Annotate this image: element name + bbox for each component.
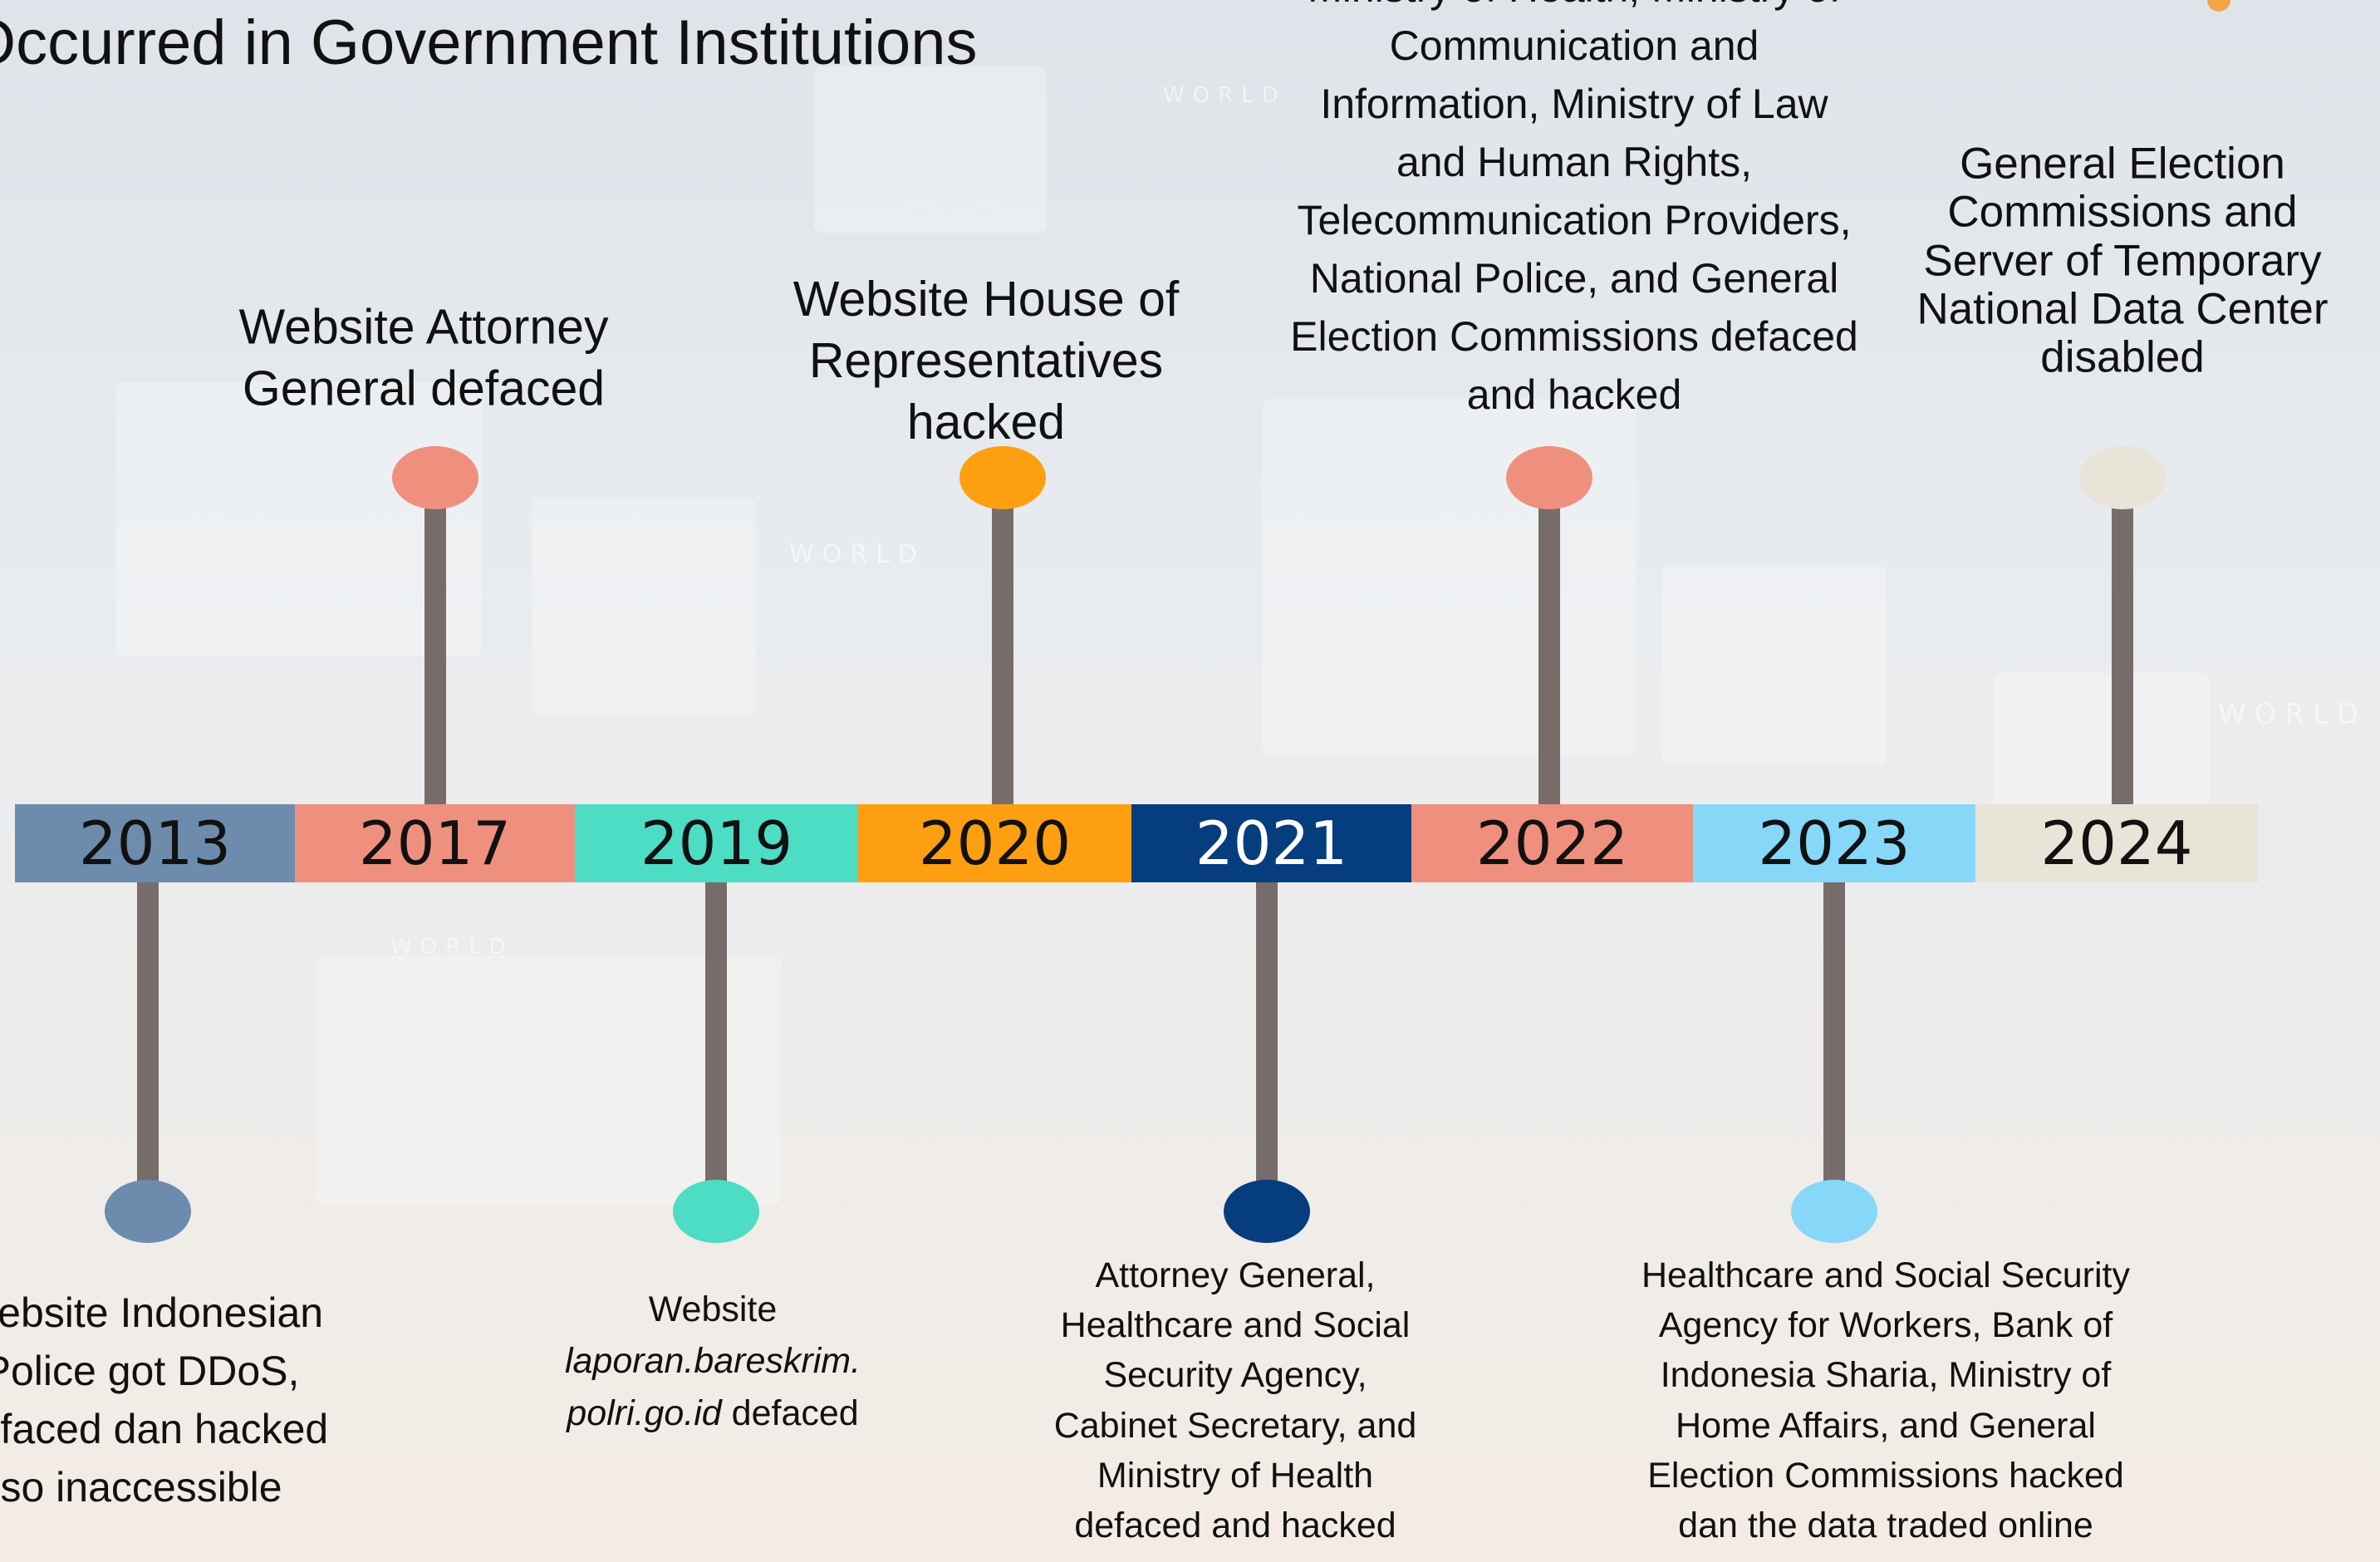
year-label: 2017 xyxy=(358,808,512,878)
event-label-line: defaced and hacked xyxy=(1074,1505,1396,1545)
timeline-pin-stem xyxy=(705,882,727,1211)
year-segment-2021: 2021 xyxy=(1131,804,1411,882)
event-label-line: laporan.bareskrim. xyxy=(564,1341,861,1382)
year-label: 2020 xyxy=(918,808,1072,878)
event-label-line: Attorney General, xyxy=(1095,1255,1376,1295)
event-label-line: Server of Temporary xyxy=(1923,236,2322,286)
year-label: 2013 xyxy=(78,808,232,878)
background-word: WORLD xyxy=(789,540,925,569)
event-label-line: Election Commissions defaced xyxy=(1290,313,1858,360)
year-label: 2019 xyxy=(640,808,793,878)
event-label-2022: Ministry of Health, Ministry of Communica… xyxy=(1290,0,1858,424)
timeline-pin-stem xyxy=(1823,882,1845,1211)
year-segment-2023: 2023 xyxy=(1693,804,1975,882)
event-label-line: Telecommunication Providers, xyxy=(1297,197,1852,243)
event-label-line: disabled xyxy=(2040,332,2205,382)
event-label-2019: Website laporan.bareskrim. polri.go.id def… xyxy=(565,1284,861,1439)
event-label-line: Representatives xyxy=(808,332,1164,388)
timeline-marker-dot xyxy=(959,446,1046,509)
event-label-line: Agency for Workers, Bank of xyxy=(1658,1305,2113,1346)
timeline-marker-dot xyxy=(1224,1180,1310,1243)
timeline-marker-dot xyxy=(1791,1180,1877,1243)
timeline-marker-dot xyxy=(673,1180,759,1243)
event-label-line: Indonesia Sharia, Ministry of xyxy=(1660,1355,2112,1396)
event-label-line: Security Agency, xyxy=(1103,1355,1367,1396)
year-segment-2020: 2020 xyxy=(858,804,1131,882)
event-label-line: so inaccessible xyxy=(0,1464,282,1510)
event-label-line: Ministry of Health, Ministry of xyxy=(1290,0,1858,17)
event-label-line: Healthcare and Social Security xyxy=(1641,1255,2130,1295)
event-label-line: Home Affairs, and General xyxy=(1676,1405,2096,1446)
event-label-line: Police got DDoS, xyxy=(0,1348,300,1394)
event-label-line: Healthcare and Social xyxy=(1060,1305,1411,1346)
year-segment-2022: 2022 xyxy=(1411,804,1693,882)
timeline-pin-stem xyxy=(1538,478,1560,804)
timeline-pin-stem xyxy=(424,478,446,804)
event-label-line: Commissions and xyxy=(1947,187,2298,237)
event-label-line: General Election xyxy=(1960,139,2285,189)
background-panel xyxy=(316,955,781,1205)
event-label-line: and hacked xyxy=(1466,371,1682,418)
year-label: 2021 xyxy=(1195,808,1348,878)
background-panel xyxy=(532,499,756,715)
background-panel xyxy=(1661,565,1886,764)
background-panel xyxy=(814,66,1047,233)
background-word: WORLD xyxy=(390,935,514,960)
timeline-marker-dot xyxy=(2079,446,2166,509)
timeline-pin-stem xyxy=(992,478,1013,804)
event-label-line: Ministry of Health xyxy=(1097,1455,1374,1496)
year-segment-2024: 2024 xyxy=(1975,804,2258,882)
page-title: Occurred in Government Institutions xyxy=(0,7,978,78)
event-label-line: Communication and xyxy=(1389,22,1759,69)
timeline-pin-stem xyxy=(1256,882,1278,1211)
background-word: WORLD xyxy=(2218,698,2368,731)
event-label-line: Website xyxy=(648,1289,778,1329)
event-label-line: defaced dan hacked xyxy=(0,1406,329,1452)
event-label-line: Election Commissions hacked xyxy=(1647,1455,2124,1496)
background-word: WORLD xyxy=(1163,83,1287,108)
event-label-line: Cabinet Secretary, and xyxy=(1053,1405,1417,1446)
year-segment-2019: 2019 xyxy=(575,804,858,882)
timeline-marker-dot xyxy=(105,1180,191,1243)
year-segment-2017: 2017 xyxy=(295,804,575,882)
year-label: 2022 xyxy=(1475,808,1629,878)
timeline-pin-stem xyxy=(137,882,159,1211)
url-italic-part: polri.go.id xyxy=(567,1393,722,1433)
year-label: 2023 xyxy=(1758,808,1911,878)
event-label-line: polri.go.id defaced xyxy=(567,1393,859,1433)
event-label-line: dan the data traded online xyxy=(1678,1505,2093,1545)
background-panel xyxy=(1263,399,1637,756)
event-label-line: Website Attorney xyxy=(238,299,609,355)
event-label-line: Information, Ministry of Law xyxy=(1320,81,1828,127)
event-label-line: and Human Rights, xyxy=(1396,139,1752,185)
timeline-marker-dot xyxy=(1506,446,1592,509)
year-segment-2013: 2013 xyxy=(15,804,295,882)
timeline-marker-dot xyxy=(392,446,478,509)
timeline-pin-stem xyxy=(2112,478,2133,804)
event-label-line: General defaced xyxy=(242,361,606,416)
event-label-line: National Data Center xyxy=(1916,284,2328,334)
corner-orange-dot xyxy=(2207,0,2230,12)
background-panel xyxy=(116,382,482,656)
year-label: 2024 xyxy=(2040,808,2193,878)
event-label-line: Website House of xyxy=(793,271,1180,327)
event-label-line: National Police, and General xyxy=(1309,255,1839,302)
event-label-line: Website Indonesian xyxy=(0,1289,324,1336)
event-label-line: hacked xyxy=(906,394,1066,449)
